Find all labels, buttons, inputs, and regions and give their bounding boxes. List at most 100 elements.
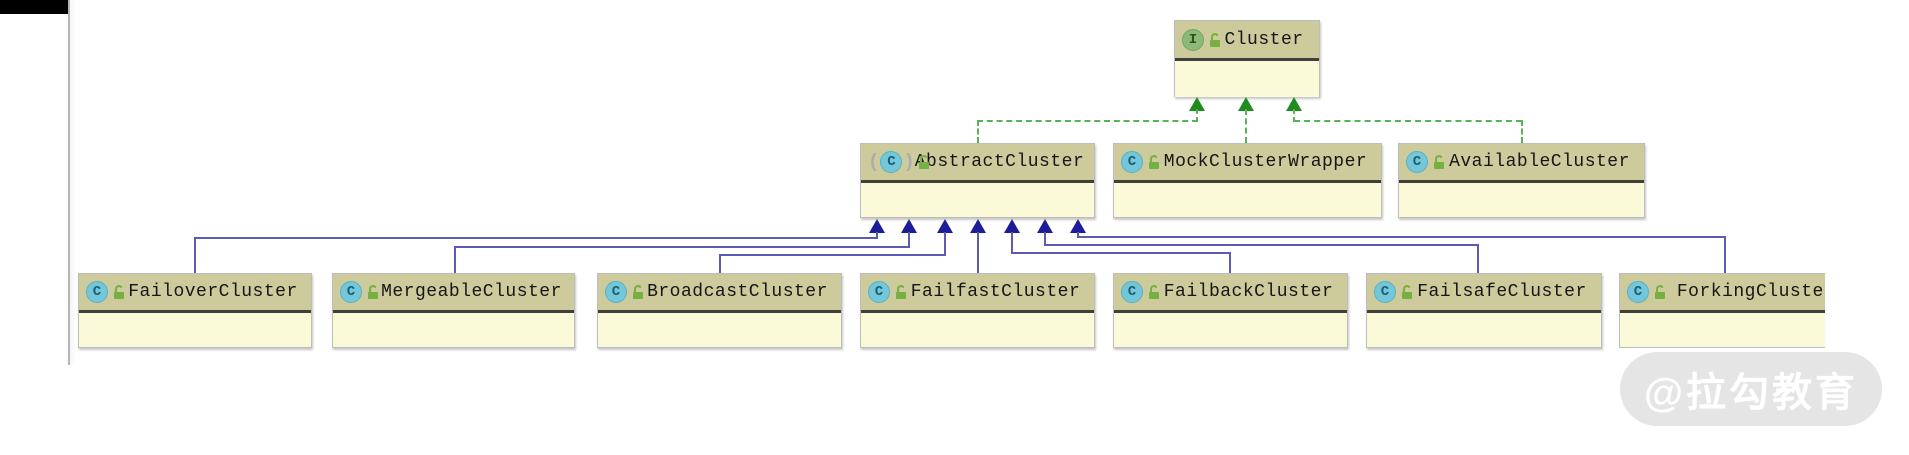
node-header: C BroadcastCluster <box>598 274 841 313</box>
class-node-available-cluster[interactable]: C AvailableCluster <box>1398 143 1645 218</box>
node-header: C ForkingCluster <box>1620 274 1825 313</box>
node-body <box>333 313 574 347</box>
class-node-forking-cluster[interactable]: C ForkingCluster <box>1619 273 1825 348</box>
edge-segment <box>1294 120 1522 122</box>
arrowhead-icon <box>937 219 953 233</box>
edge-segment <box>876 232 878 239</box>
lock-open-icon <box>1210 32 1220 47</box>
class-name-label: MockClusterWrapper <box>1163 152 1368 172</box>
lock-open-icon <box>1402 285 1412 299</box>
node-icons: C <box>1406 151 1447 173</box>
class-node-cluster[interactable]: I Cluster <box>1174 20 1320 97</box>
node-header: I Cluster <box>1175 21 1319 61</box>
class-icon: C <box>1121 151 1143 173</box>
class-name-label: FailoverCluster <box>128 282 298 302</box>
edge-segment <box>1724 236 1726 273</box>
class-icon: C <box>1627 281 1649 303</box>
edge-segment <box>194 237 878 239</box>
edge-segment <box>1521 120 1523 143</box>
class-node-mergeable-cluster[interactable]: C MergeableCluster <box>332 273 575 348</box>
lock-open-icon <box>114 285 124 299</box>
node-icons: C <box>868 281 909 303</box>
lock-open-icon <box>1655 285 1665 299</box>
node-body <box>79 313 311 347</box>
abstract-class-icon: ( <box>868 151 880 173</box>
node-header: C FailsafeCluster <box>1367 274 1601 313</box>
node-header: C MockClusterWrapper <box>1114 144 1381 183</box>
node-body <box>861 183 1094 217</box>
lock-open-icon <box>918 155 929 169</box>
arrowhead-icon <box>901 219 917 233</box>
node-body <box>1114 183 1381 217</box>
class-icon: C <box>880 151 903 173</box>
class-node-forking-cluster-clip: C ForkingCluster <box>1619 273 1825 348</box>
edge-segment <box>1011 252 1231 254</box>
edge-segment <box>194 237 196 273</box>
edge-segment <box>1196 109 1198 122</box>
class-node-failover-cluster[interactable]: C FailoverCluster <box>78 273 312 348</box>
arrowhead-icon <box>1037 219 1053 233</box>
edge-segment <box>1011 232 1013 254</box>
node-body <box>1175 61 1319 97</box>
watermark-text: @拉勾教育 <box>1643 371 1858 415</box>
arrowhead-icon <box>970 219 986 233</box>
class-name-label: FailbackCluster <box>1163 282 1334 302</box>
lock-open-icon <box>368 285 378 299</box>
class-name-label: BroadcastCluster <box>647 282 828 302</box>
class-icon: C <box>1374 281 1396 303</box>
arrowhead-icon <box>1238 97 1254 111</box>
edge-segment <box>1044 244 1479 246</box>
class-node-failback-cluster[interactable]: C FailbackCluster <box>1113 273 1348 348</box>
node-body <box>598 313 841 347</box>
node-body <box>1620 313 1825 347</box>
node-icons: C <box>1627 281 1668 303</box>
edge-segment <box>719 254 946 256</box>
arrowhead-icon <box>1070 219 1086 233</box>
class-name-label: AvailableCluster <box>1449 152 1630 172</box>
node-icons: C <box>1121 281 1162 303</box>
node-header: C FailbackCluster <box>1114 274 1347 313</box>
node-header: C FailoverCluster <box>79 274 311 313</box>
class-node-abstract-cluster[interactable]: ( C ) AbstractCluster <box>860 143 1095 218</box>
class-name-label: FailfastCluster <box>910 282 1081 302</box>
panel-divider-line <box>68 0 70 365</box>
edge-segment <box>1229 252 1231 273</box>
interface-icon: I <box>1182 28 1204 51</box>
node-body <box>1399 183 1644 217</box>
lock-open-icon <box>633 285 643 299</box>
edge-segment <box>977 120 1198 122</box>
class-node-broadcast-cluster[interactable]: C BroadcastCluster <box>597 273 842 348</box>
class-node-mock-cluster-wrapper[interactable]: C MockClusterWrapper <box>1113 143 1382 218</box>
node-body <box>1367 313 1601 347</box>
node-header: ( C ) AbstractCluster <box>861 144 1094 183</box>
node-body <box>861 313 1094 347</box>
class-name-label: FailsafeCluster <box>1417 282 1587 302</box>
arrowhead-icon <box>1189 97 1205 111</box>
class-node-failfast-cluster[interactable]: C FailfastCluster <box>860 273 1095 348</box>
node-icons: C <box>1374 281 1415 303</box>
node-icons: C <box>86 281 127 303</box>
class-node-failsafe-cluster[interactable]: C FailsafeCluster <box>1366 273 1602 348</box>
arrowhead-icon <box>1004 219 1020 233</box>
class-icon: C <box>86 281 108 303</box>
lock-open-icon <box>1149 155 1159 169</box>
edge-segment <box>1044 232 1046 246</box>
class-name-label: Cluster <box>1224 29 1304 50</box>
lock-open-icon <box>896 285 906 299</box>
edge-segment <box>944 232 946 256</box>
window-corner-bar <box>0 0 68 14</box>
node-header: C FailfastCluster <box>861 274 1094 313</box>
node-icons: ( C ) <box>868 151 932 173</box>
arrowhead-icon <box>869 219 885 233</box>
class-icon: C <box>1406 151 1428 173</box>
class-name-label: AbstractCluster <box>914 152 1085 172</box>
class-icon: C <box>1121 281 1143 303</box>
abstract-class-icon: ) <box>903 151 915 173</box>
edge-segment <box>1077 232 1079 238</box>
node-header: C AvailableCluster <box>1399 144 1644 183</box>
node-icons: C <box>605 281 646 303</box>
edge-segment <box>1477 244 1479 273</box>
class-icon: C <box>340 281 362 303</box>
edge-segment <box>1245 109 1247 143</box>
